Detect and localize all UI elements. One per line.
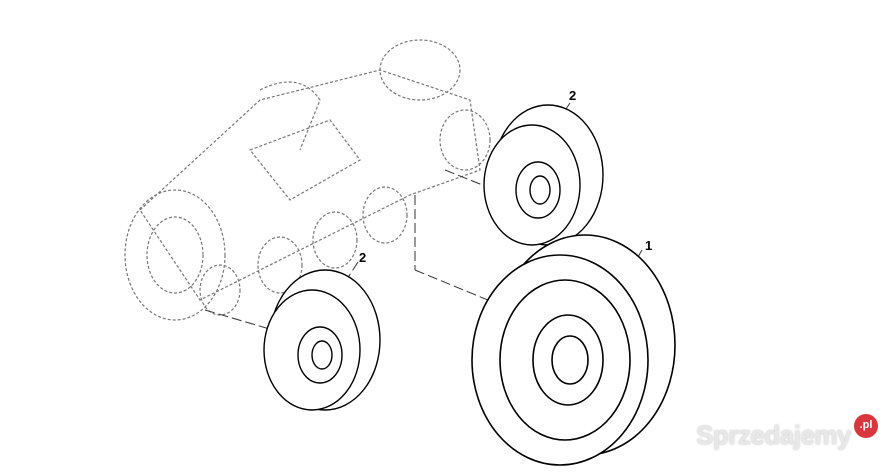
watermark-logo: Sprzedajemy: [696, 420, 851, 450]
watermark: Sprzedajemy .pl: [696, 414, 878, 451]
callout-2-lower: 2: [359, 250, 367, 265]
wheel-upper: [483, 104, 604, 246]
wheel-spoked: [471, 234, 676, 466]
callout-2-upper: 2: [569, 88, 577, 103]
wheel-lower: [263, 269, 381, 411]
watermark-badge: .pl: [854, 414, 878, 438]
callout-1: 1: [645, 238, 653, 253]
undercarriage-ghost: [124, 39, 491, 321]
